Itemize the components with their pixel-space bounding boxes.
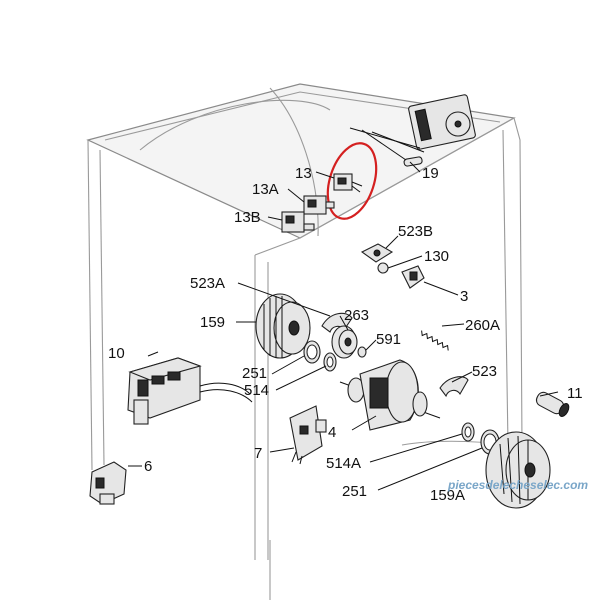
part-4-motor [339, 359, 441, 431]
label-159A: 159A [430, 487, 465, 504]
part-7 [289, 405, 327, 465]
label-263: 263 [344, 307, 369, 324]
label-251-lower: 251 [342, 483, 367, 500]
part-130 [377, 262, 389, 274]
label-260A: 260A [465, 317, 500, 334]
leader-lines [128, 161, 559, 491]
label-19: 19 [422, 165, 439, 182]
part-labels: 13 19 13A 13B 523B 130 3 523A 263 260A 1… [108, 165, 583, 504]
part-523 [439, 376, 469, 398]
label-4: 4 [328, 424, 336, 441]
part-251-upper [303, 340, 321, 364]
part-159 [255, 293, 311, 359]
part-10 [127, 357, 253, 425]
label-11: 11 [567, 385, 583, 402]
part-19 [361, 129, 423, 167]
label-514A: 514A [326, 455, 361, 472]
label-159: 159 [200, 314, 225, 331]
label-3: 3 [460, 288, 468, 305]
label-6: 6 [144, 458, 152, 475]
part-260A [421, 330, 449, 351]
cabinet-outline [86, 83, 523, 600]
watermark-text: piecesdelecheselec.com [447, 478, 588, 492]
part-159A [485, 431, 551, 509]
part-13A [303, 195, 335, 215]
label-130: 130 [424, 248, 449, 265]
label-523B: 523B [398, 223, 433, 240]
label-7: 7 [254, 445, 262, 462]
part-514A [461, 422, 475, 442]
label-514: 514 [244, 382, 269, 399]
label-13B: 13B [234, 209, 261, 226]
part-6 [89, 461, 127, 505]
part-13B [281, 211, 315, 233]
part-523B [360, 243, 394, 263]
label-251-upper: 251 [242, 365, 267, 382]
part-591 [357, 346, 367, 358]
timer-part [349, 94, 476, 153]
label-10: 10 [108, 345, 125, 362]
label-523A: 523A [190, 275, 225, 292]
part-13 [333, 173, 363, 193]
label-13A: 13A [252, 181, 279, 198]
part-514-upper [323, 352, 337, 372]
label-591: 591 [376, 331, 401, 348]
part-263 [331, 325, 358, 359]
label-13: 13 [295, 165, 312, 182]
part-3 [401, 265, 425, 289]
part-11 [535, 391, 570, 417]
highlight-circle [326, 142, 378, 220]
label-523: 523 [472, 363, 497, 380]
